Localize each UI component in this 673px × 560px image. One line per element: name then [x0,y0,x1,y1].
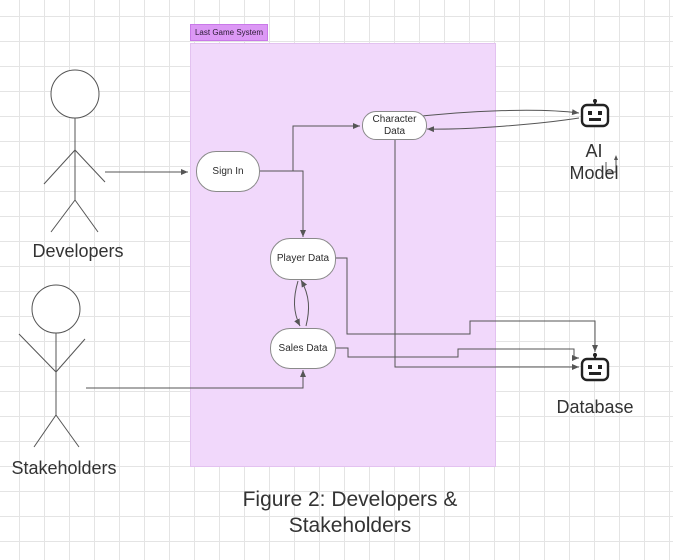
process-player-data-label: Player Data [276,253,330,264]
edge-player-to-sales [294,280,301,327]
edge-ai-to-character [426,117,580,133]
process-sales-data[interactable]: Sales Data [270,328,336,369]
figure-caption-line1: Figure 2: Developers & [242,488,458,511]
edge-sales-to-player [300,279,310,327]
process-sign-in-label: Sign In [212,165,244,177]
ai-model-label-line1: AI [585,141,603,161]
edge-stakeholders-to-sales [86,370,306,389]
process-character-data-label-2: Data [383,125,406,137]
process-character-data-label-1: Character [372,113,417,125]
ai-model-side-arrowhead [614,155,618,160]
robot-icon [580,353,610,382]
robot-icon [580,99,610,128]
developers-label: Developers [32,241,124,261]
stakeholders-label: Stakeholders [11,458,117,478]
process-player-data[interactable]: Player Data [270,238,336,280]
edge-character-to-ai [404,109,580,119]
figure-caption: Figure 2: Developers & Stakeholders [220,487,480,539]
developers-actor-figure [43,69,106,233]
ai-model-label: AI Model [560,140,628,184]
edge-signin-to-player [260,170,306,237]
ai-model-side-mark [605,159,617,173]
process-sales-data-label: Sales Data [278,342,328,354]
system-title: Last Game System [190,24,268,41]
figure-caption-line2: Stakeholders [288,514,412,537]
ai-model-label-line2: Model [569,163,619,183]
database-label: Database [556,397,634,417]
edge-character-to-database [394,140,579,370]
stakeholders-actor-figure [18,284,86,448]
edge-player-to-database [336,257,598,352]
edge-sales-to-database [336,347,579,361]
process-character-data[interactable]: Character Data [362,111,427,140]
process-sign-in[interactable]: Sign In [196,151,260,192]
edge-signin-to-character [260,123,360,172]
